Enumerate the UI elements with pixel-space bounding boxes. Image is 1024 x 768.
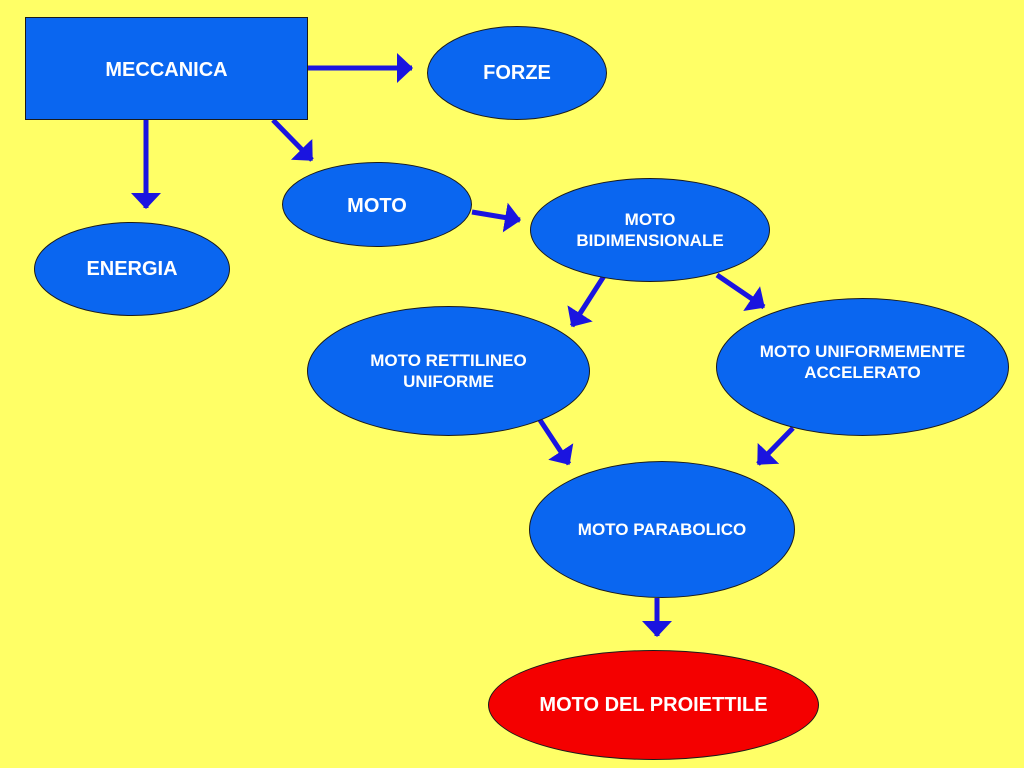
arrow-moto-to-bidimensionale: [471, 202, 521, 233]
node-forze-label: FORZE: [483, 61, 551, 84]
node-moto-label: MOTO: [347, 195, 407, 217]
node-moto: MOTO: [282, 162, 472, 247]
node-energia: ENERGIA: [34, 222, 230, 316]
arrow-meccanica-to-moto: [271, 118, 314, 162]
node-moto-parabolico: MOTO PARABOLICO: [529, 461, 795, 598]
node-moto-bidimensionale-label: MOTO BIDIMENSIONALE: [576, 209, 724, 250]
node-moto-uniformemente-accelerato-label: MOTO UNIFORMEMENTE ACCELERATO: [759, 342, 966, 383]
arrow-rettilineo-to-parabolico: [537, 418, 574, 466]
node-forze: FORZE: [427, 26, 607, 120]
node-moto-del-proiettile: MOTO DEL PROIETTILE: [488, 650, 819, 760]
arrow-bidimensionale-to-accelerato: [715, 272, 766, 311]
node-moto-parabolico-label: MOTO PARABOLICO: [577, 519, 747, 539]
node-moto-uniformemente-accelerato: MOTO UNIFORMEMENTE ACCELERATO: [716, 298, 1009, 436]
node-moto-rettilineo-uniforme: MOTO RETTILINEO UNIFORME: [307, 306, 590, 436]
node-energia-label: ENERGIA: [86, 257, 178, 280]
node-meccanica-label: MECCANICA: [105, 59, 228, 81]
arrow-bidimensionale-to-rettilineo: [567, 274, 607, 328]
arrow-accelerato-to-parabolico: [756, 426, 795, 466]
node-moto-del-proiettile-label: MOTO DEL PROIETTILE: [539, 693, 768, 716]
node-moto-bidimensionale: MOTO BIDIMENSIONALE: [530, 178, 770, 282]
node-meccanica: MECCANICA: [25, 17, 308, 120]
node-moto-rettilineo-uniforme-label: MOTO RETTILINEO UNIFORME: [370, 350, 527, 391]
